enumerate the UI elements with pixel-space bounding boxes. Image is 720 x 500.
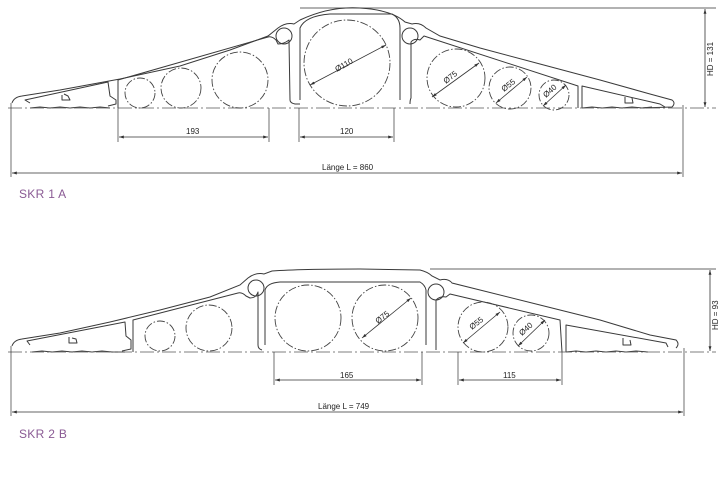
ramp-right-hook [622, 338, 632, 346]
product-label-skr-2b: SKR 2 B [19, 427, 68, 441]
length-label: Länge L = 749 [318, 402, 370, 411]
profile-inner-center [299, 13, 401, 100]
cable-channel-medium-left [185, 304, 233, 352]
cable-channel-large-left [211, 51, 269, 109]
cable-channel-55 [488, 66, 532, 110]
cable-channel-medium-left [160, 67, 202, 109]
circle-label-d55: Ø55 [468, 315, 486, 332]
circle-label-d110: Ø110 [334, 56, 355, 74]
ramp-left-inner [24, 81, 117, 107]
leader-d75 [361, 297, 412, 339]
length-label: Länge L = 860 [322, 163, 374, 172]
curl-joint-right [427, 283, 445, 301]
dimension-label-left: 193 [186, 127, 200, 136]
ramp-left-teeth [31, 350, 125, 353]
leader-d55 [462, 311, 501, 344]
cable-channel-110 [303, 19, 391, 107]
cable-channel-small-left [124, 77, 156, 109]
circle-label-d40: Ø40 [517, 320, 535, 337]
leader-d75 [431, 62, 480, 98]
cable-channel-small-left [144, 320, 176, 352]
cable-channel-40 [538, 79, 570, 111]
cable-channel-55 [457, 301, 509, 353]
dimension-label-left: 165 [340, 371, 354, 380]
leader-d40 [542, 84, 567, 107]
circle-label-d40: Ø40 [541, 82, 559, 99]
dimension-label-right: 115 [503, 371, 516, 380]
ramp-left-hook [61, 93, 71, 101]
ramp-right-inner [565, 324, 669, 352]
cable-channel-large-left [274, 284, 342, 352]
profile-outer-top [11, 268, 679, 349]
leader-d40 [517, 319, 546, 347]
ramp-left-hook [68, 337, 78, 344]
height-label: HD = 131 [706, 41, 715, 76]
profile-inner-right [409, 35, 579, 108]
drawing-skr-1a: Ø110 Ø75 Ø55 Ø40 193 120 Länge L = 860 H… [8, 7, 716, 177]
curl-joint-left [275, 27, 293, 45]
product-label-skr-1a: SKR 1 A [19, 187, 67, 201]
profile-inner-right [435, 293, 563, 353]
cable-channel-75 [351, 284, 419, 352]
dimension-label-right: 120 [340, 127, 354, 136]
leader-d110 [309, 44, 387, 86]
ramp-right-inner [581, 85, 666, 108]
profile-inner-center [264, 281, 427, 345]
profile-outer-top [11, 7, 675, 109]
profile-inner-left [117, 36, 300, 108]
cable-channel-40 [512, 314, 550, 352]
leader-d55 [495, 76, 528, 104]
curl-joint-right [401, 27, 419, 45]
cable-channel-75 [426, 48, 486, 108]
drawing-skr-2b: Ø75 Ø55 Ø40 165 115 Länge L = 749 HD = 9… [8, 268, 720, 416]
ramp-right-hook [624, 97, 634, 104]
curl-joint-left [247, 279, 265, 297]
profile-inner-left [132, 291, 263, 352]
ramp-left-inner [26, 321, 132, 352]
height-label: HD = 93 [711, 300, 720, 330]
circle-label-d75: Ø75 [374, 309, 392, 326]
ramp-right-teeth [581, 106, 653, 109]
circle-label-d55: Ø55 [500, 77, 518, 94]
